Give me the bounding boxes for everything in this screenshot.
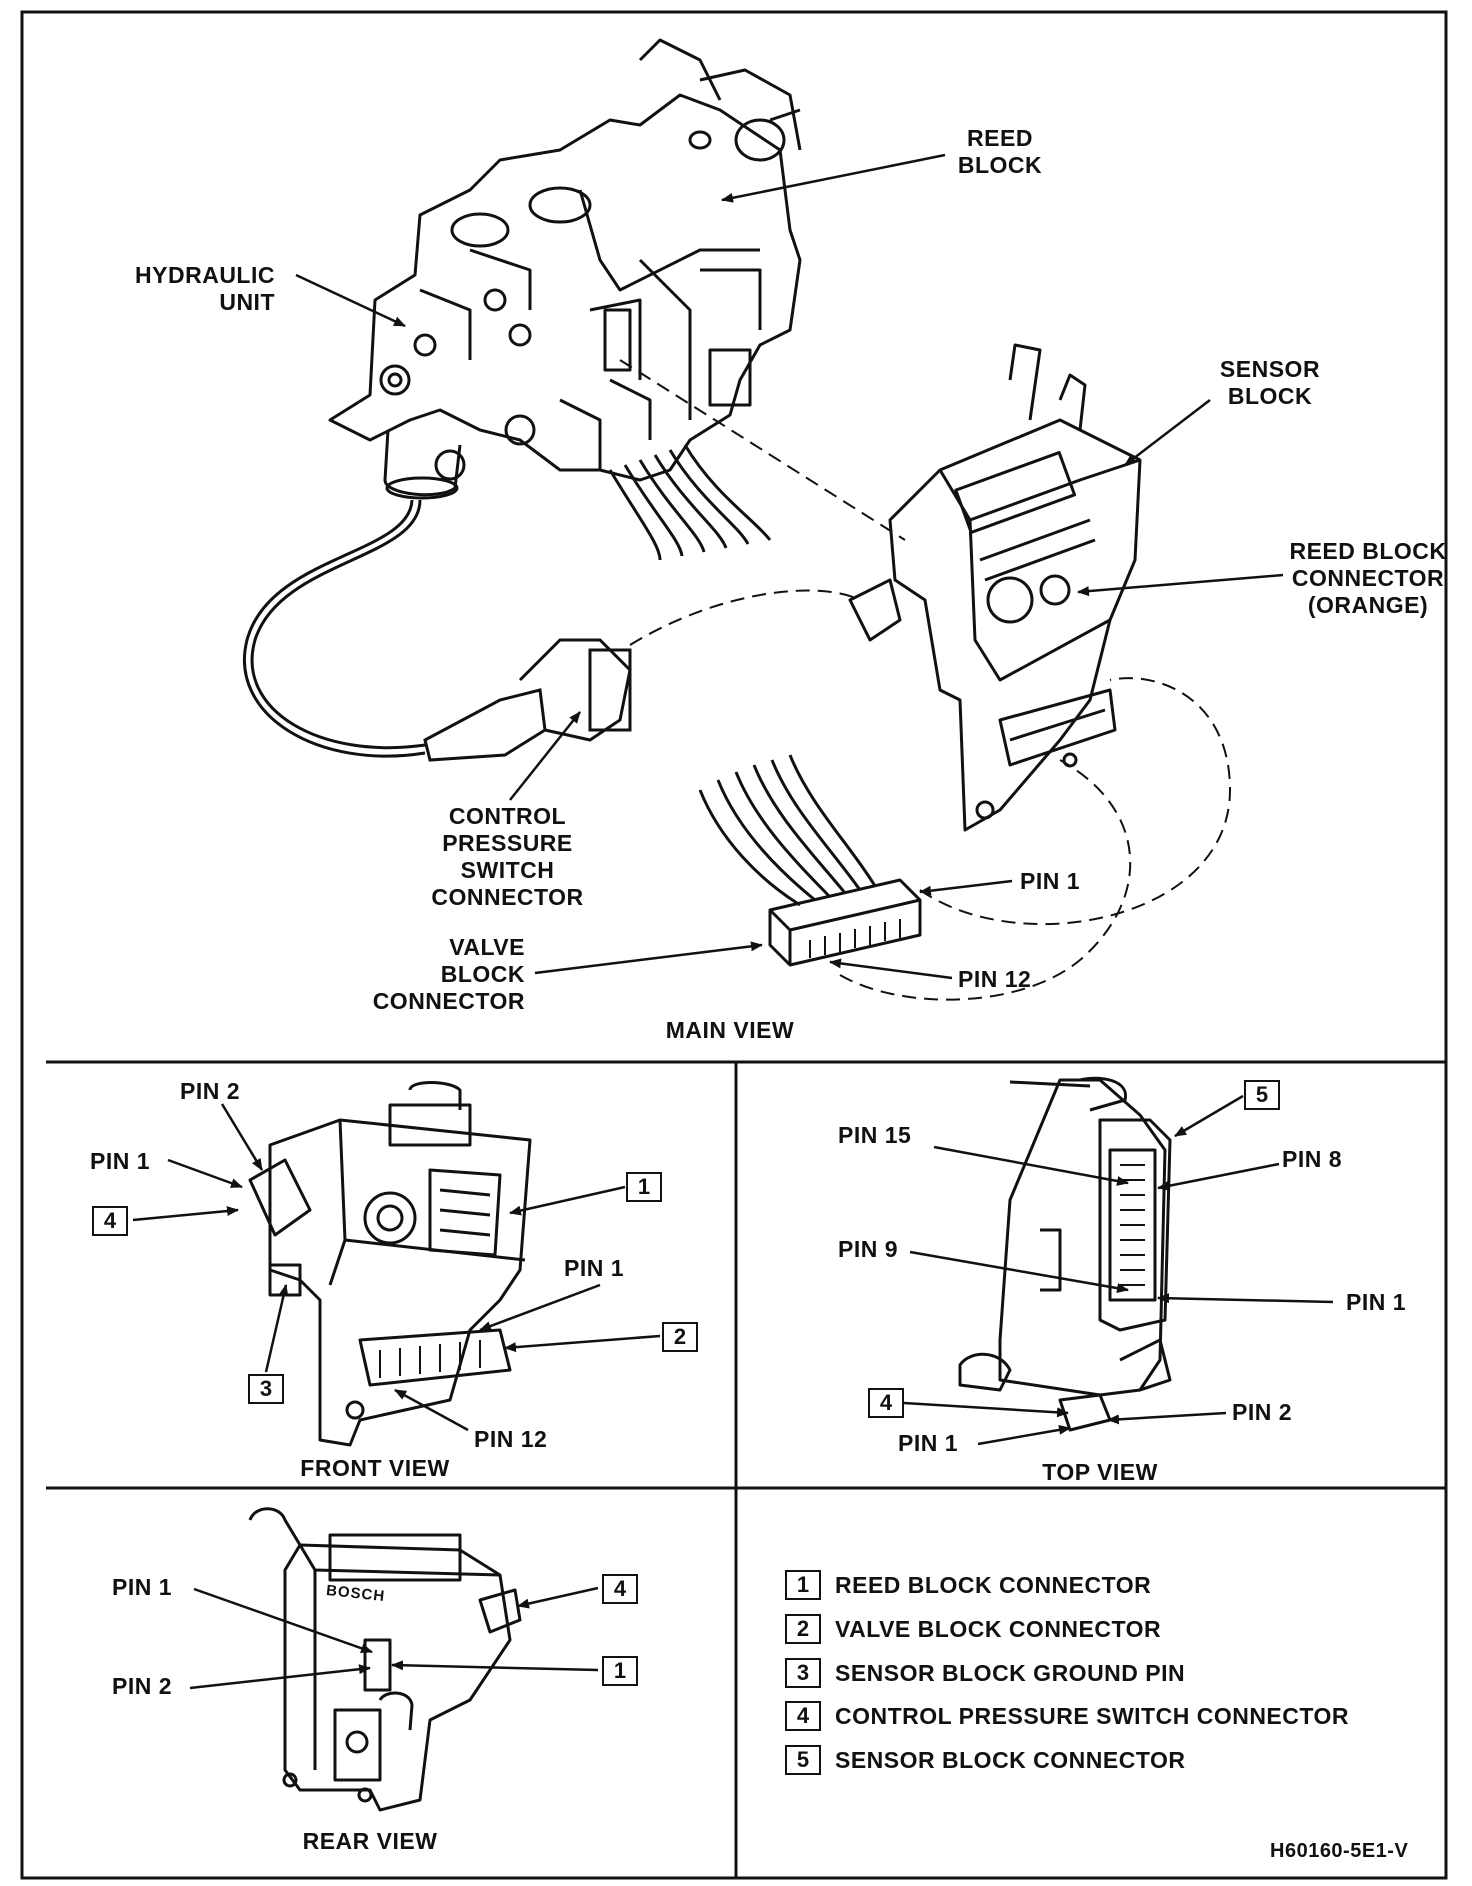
label-front-pin-2: PIN 2 — [180, 1078, 241, 1104]
label-front-pin-12: PIN 12 — [474, 1426, 548, 1452]
label-rear-pin-1: PIN 1 — [112, 1574, 173, 1600]
hydraulic-unit-drawing — [328, 38, 802, 561]
label-reed-block: REED BLOCK — [957, 125, 1043, 178]
control-pressure-switch-cable — [243, 499, 632, 762]
callout-top-5: 5 — [1244, 1080, 1280, 1110]
main-view-leaders — [295, 153, 1284, 980]
frame — [20, 10, 1448, 1880]
top-view-leaders — [903, 1094, 1334, 1446]
label-hydraulic-unit: HYDRAULIC UNIT — [135, 262, 275, 315]
callout-rear-4: 4 — [602, 1574, 638, 1604]
rear-view-leaders — [189, 1586, 599, 1690]
connection-dash-lines — [619, 359, 1232, 1001]
sensor-block-drawing — [848, 343, 1142, 832]
label-front-pin-1-left: PIN 1 — [90, 1148, 151, 1174]
title-rear-view: REAR VIEW — [302, 1828, 438, 1854]
title-front-view: FRONT VIEW — [300, 1455, 450, 1481]
label-top-pin-15: PIN 15 — [838, 1122, 912, 1148]
label-rear-pin-2: PIN 2 — [112, 1673, 173, 1699]
callout-front-2: 2 — [662, 1322, 698, 1352]
front-view-drawing — [248, 1081, 532, 1447]
legend-number: 5 — [785, 1745, 821, 1775]
legend-text: REED BLOCK CONNECTOR — [835, 1572, 1152, 1598]
label-main-pin-1: PIN 1 — [1020, 868, 1081, 894]
rear-view-drawing — [248, 1507, 522, 1812]
legend-number: 4 — [785, 1701, 821, 1731]
label-sensor-block: SENSOR BLOCK — [1219, 356, 1321, 409]
legend-text: CONTROL PRESSURE SWITCH CONNECTOR — [835, 1703, 1350, 1729]
legend-text: VALVE BLOCK CONNECTOR — [835, 1616, 1162, 1642]
legend-number: 3 — [785, 1658, 821, 1688]
legend-number: 1 — [785, 1570, 821, 1600]
label-top-pin-8: PIN 8 — [1282, 1146, 1343, 1172]
front-view-leaders — [132, 1103, 661, 1432]
label-reed-block-connector: REED BLOCK CONNECTOR (ORANGE) — [1289, 538, 1447, 618]
legend-text: SENSOR BLOCK GROUND PIN — [835, 1660, 1186, 1686]
label-top-pin-1-bottom: PIN 1 — [898, 1430, 959, 1456]
label-control-pressure-switch-connector: CONTROL PRESSURE SWITCH CONNECTOR — [431, 803, 584, 910]
label-front-pin-1-right: PIN 1 — [564, 1255, 625, 1281]
label-top-pin-1-right: PIN 1 — [1346, 1289, 1407, 1315]
title-main-view: MAIN VIEW — [665, 1017, 795, 1043]
label-valve-block-connector: VALVE BLOCK CONNECTOR — [372, 934, 525, 1014]
callout-top-4: 4 — [868, 1388, 904, 1418]
callout-front-3: 3 — [248, 1374, 284, 1404]
top-view-drawing — [958, 1076, 1172, 1432]
legend-text: SENSOR BLOCK CONNECTOR — [835, 1747, 1186, 1773]
label-top-pin-9: PIN 9 — [838, 1236, 899, 1262]
label-main-pin-12: PIN 12 — [958, 966, 1032, 992]
valve-block-connector-drawing — [698, 754, 922, 967]
callout-front-4: 4 — [92, 1206, 128, 1236]
callout-rear-1: 1 — [602, 1656, 638, 1686]
legend-number: 2 — [785, 1614, 821, 1644]
label-top-pin-2: PIN 2 — [1232, 1399, 1293, 1425]
callout-front-1: 1 — [626, 1172, 662, 1202]
title-top-view: TOP VIEW — [1042, 1459, 1158, 1485]
figure-code: H60160-5E1-V — [1270, 1840, 1409, 1862]
